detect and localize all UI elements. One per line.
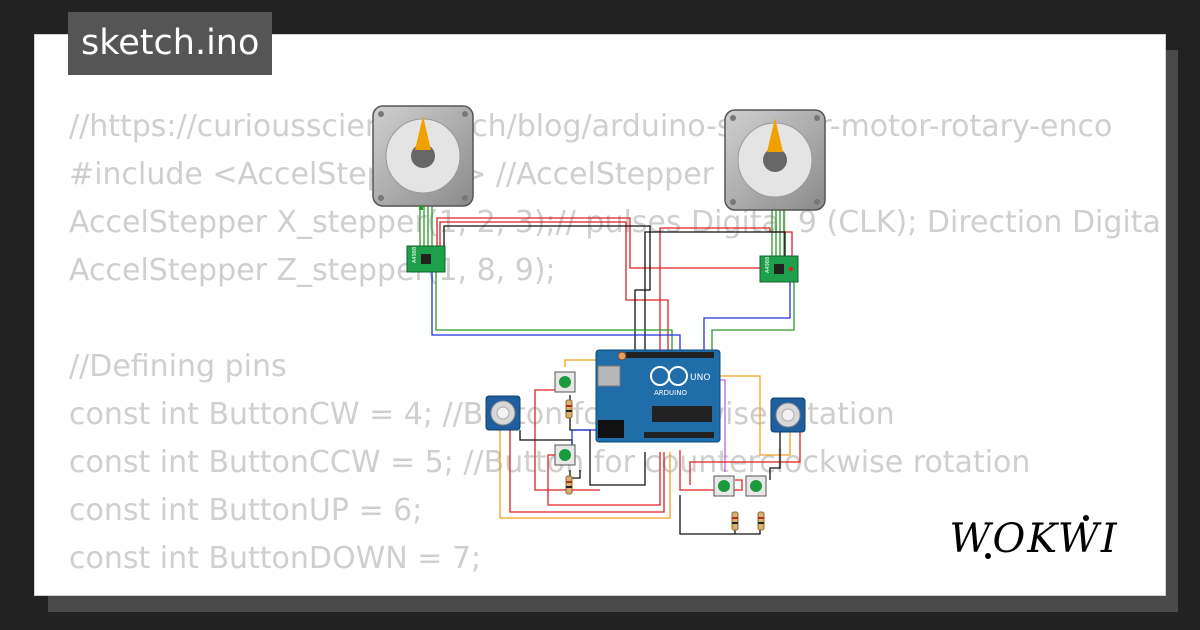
push-button[interactable] [554, 371, 576, 393]
file-name-tab: sketch.ino [68, 12, 273, 75]
board-model: UNO [690, 373, 710, 383]
resistor[interactable] [757, 511, 765, 531]
wire [644, 231, 786, 352]
code-line: //Defining pins [69, 349, 287, 384]
wires [412, 205, 801, 535]
resistor[interactable] [565, 475, 573, 495]
wire [679, 495, 761, 535]
wire [439, 221, 669, 352]
motor-shaft-indicator-icon [767, 118, 783, 152]
stepper-motor[interactable] [724, 109, 826, 211]
motor-shaft-indicator-icon [415, 116, 431, 150]
stepper-driver[interactable]: A4988 [759, 255, 799, 283]
wire [412, 261, 673, 352]
stepper-motor[interactable] [372, 105, 474, 210]
wokwi-logo-text: WOKWI [949, 516, 1118, 562]
wire [547, 452, 661, 506]
wire [569, 470, 581, 479]
arduino-board[interactable]: ARDUINO UNO [595, 349, 721, 443]
wire [569, 395, 646, 486]
wokwi-logo: WOKWI [949, 515, 1118, 562]
push-button[interactable] [745, 475, 767, 497]
resistor[interactable] [731, 511, 739, 531]
code-line: //https://curiousscientist.tech/blog/ard… [69, 109, 1113, 144]
wire [769, 432, 781, 480]
wire [509, 430, 665, 513]
driver-label: A4988 [765, 257, 771, 273]
rotary-encoder[interactable] [485, 395, 521, 431]
wire [679, 450, 743, 491]
driver-label: A4988 [412, 247, 418, 263]
wire [712, 375, 791, 456]
wire [703, 276, 791, 352]
wire [711, 276, 795, 352]
push-button[interactable] [554, 444, 576, 466]
push-button[interactable] [713, 475, 735, 497]
wire [659, 227, 793, 352]
wire [416, 265, 681, 352]
wire [689, 432, 801, 485]
code-line: AccelStepper X_stepper(1, 2, 3);// pulse… [69, 205, 1161, 240]
resistor[interactable] [565, 399, 573, 419]
stepper-driver[interactable]: A4988 [406, 245, 446, 273]
preview-card[interactable]: //https://curiousscientist.tech/blog/ard… [34, 34, 1166, 596]
board-brand: ARDUINO [654, 389, 687, 397]
wire [443, 225, 651, 352]
code-line: const int ButtonUP = 6; [69, 493, 423, 528]
code-preview: //https://curiousscientist.tech/blog/ard… [69, 103, 1161, 583]
code-line: const int ButtonDOWN = 7; [69, 541, 482, 576]
wire [499, 430, 671, 519]
rotary-encoder[interactable] [770, 397, 806, 433]
wire [571, 429, 596, 452]
wire [419, 205, 433, 248]
